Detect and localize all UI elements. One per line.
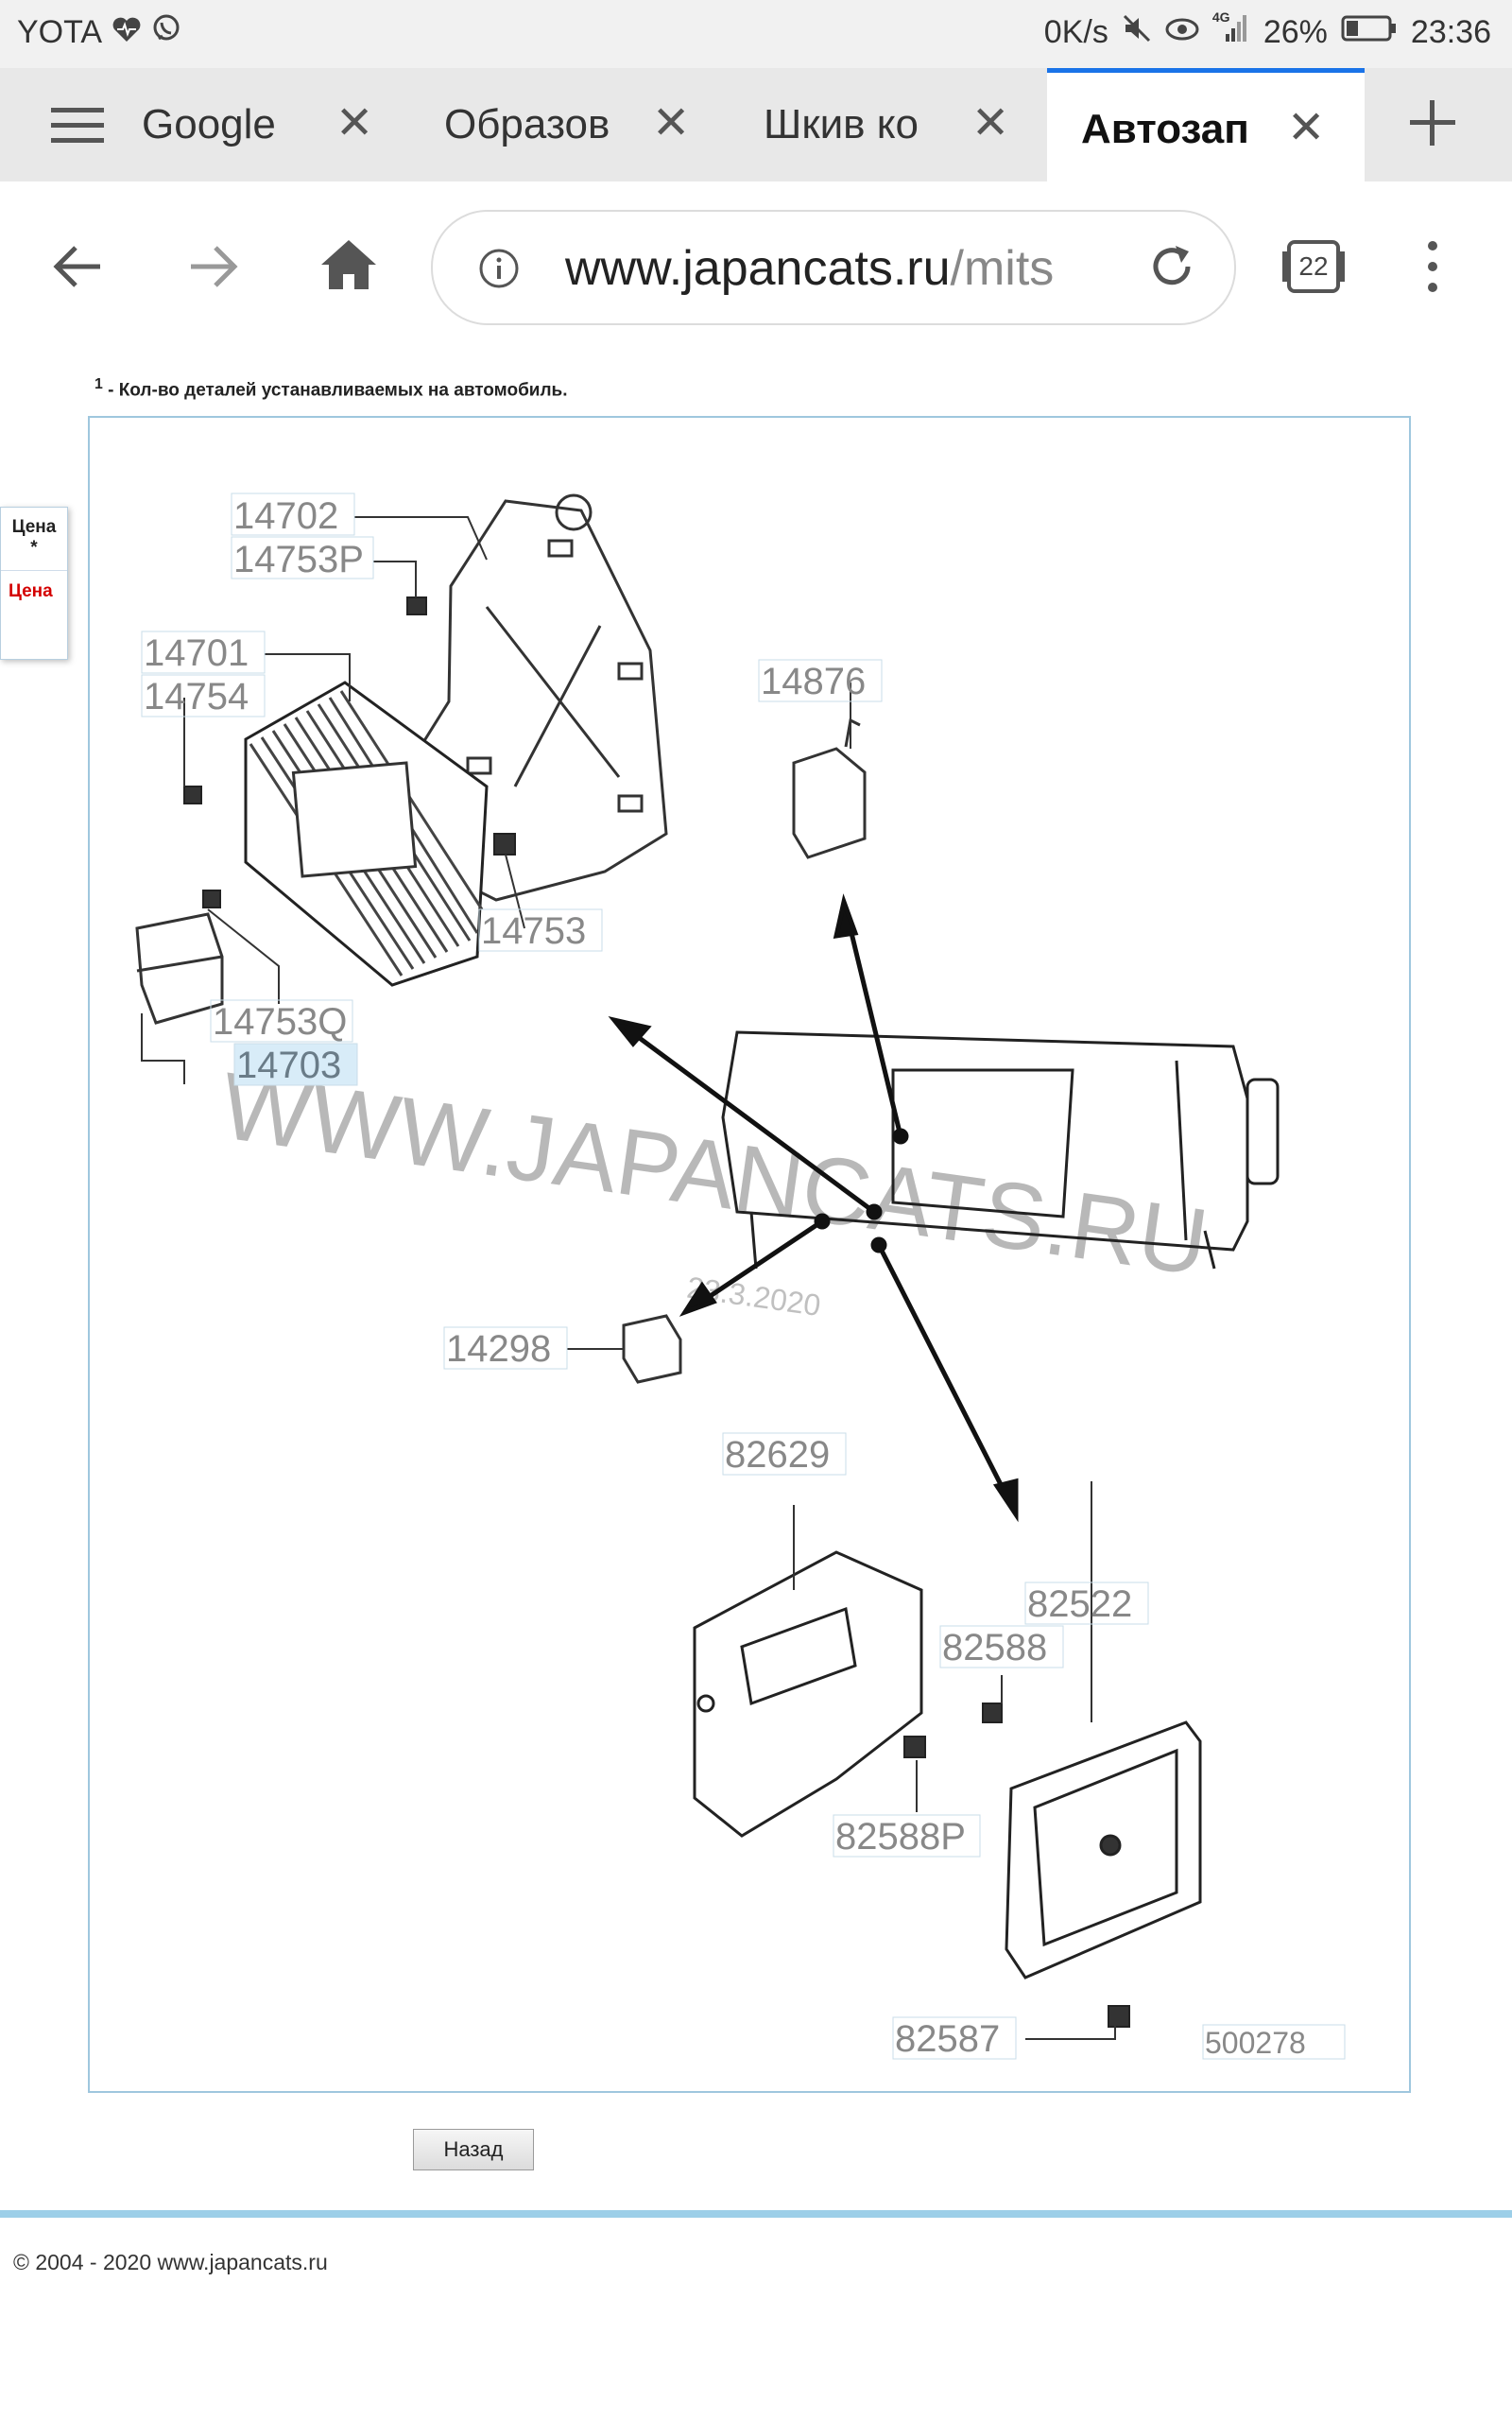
hamburger-icon bbox=[51, 108, 104, 143]
relay-14703 bbox=[135, 912, 224, 1025]
price-divider bbox=[1, 570, 67, 571]
tab-close-icon[interactable]: ✕ bbox=[335, 98, 374, 148]
tab-menu-button[interactable] bbox=[51, 104, 104, 146]
tab-title: Шкив ко bbox=[764, 101, 919, 147]
home-button[interactable] bbox=[319, 236, 378, 293]
web-page: 1 - Кол-во деталей устанавливаемых на ав… bbox=[0, 352, 1512, 2420]
tab-google[interactable]: Google ✕ bbox=[132, 68, 416, 182]
tab-title: Образов bbox=[444, 101, 610, 147]
part-label-82587[interactable]: 82587 bbox=[895, 2018, 1000, 2060]
part-label-14753Q[interactable]: 14753Q bbox=[213, 1001, 347, 1043]
part-label-14753[interactable]: 14753 bbox=[481, 910, 586, 952]
footnote: 1 - Кол-во деталей устанавливаемых на ав… bbox=[94, 376, 568, 401]
health-heart-icon bbox=[112, 14, 142, 51]
price-header: Цена* bbox=[11, 517, 57, 558]
home-icon bbox=[321, 240, 376, 289]
more-vertical-icon bbox=[1428, 241, 1437, 292]
arrow-left-icon bbox=[53, 246, 100, 287]
tab-close-icon[interactable]: ✕ bbox=[1287, 103, 1326, 153]
parts-diagram: WWW.JAPANCATS.RU 23.3.2020 bbox=[88, 416, 1411, 2093]
part-label-82588P[interactable]: 82588P bbox=[835, 1816, 966, 1858]
vehicle-outline bbox=[721, 1030, 1280, 1270]
relay-14298 bbox=[622, 1314, 682, 1384]
tab-count: 22 bbox=[1298, 251, 1329, 281]
part-label-82522[interactable]: 82522 bbox=[1027, 1583, 1132, 1625]
url-text[interactable]: www.japancats.ru/mits bbox=[565, 240, 1054, 297]
overflow-menu-button[interactable] bbox=[1423, 240, 1442, 293]
part-label-82588[interactable]: 82588 bbox=[942, 1627, 1047, 1668]
relay-14876 bbox=[792, 717, 867, 859]
url-path: /mits bbox=[950, 241, 1055, 296]
forward-nav-button[interactable] bbox=[185, 240, 242, 293]
tab-title: Google bbox=[142, 101, 276, 147]
footer-divider bbox=[0, 2210, 1512, 2218]
part-label-14298[interactable]: 14298 bbox=[446, 1328, 551, 1370]
eye-icon bbox=[1165, 14, 1199, 51]
tab-close-icon[interactable]: ✕ bbox=[971, 98, 1010, 148]
arrow-right-icon bbox=[191, 246, 238, 287]
new-tab-button[interactable] bbox=[1406, 96, 1459, 149]
net-speed-label: 0K/s bbox=[1043, 14, 1108, 50]
status-bar: YOTA 0K/s 4G 26% 23:36 bbox=[0, 0, 1512, 68]
part-label-14754[interactable]: 14754 bbox=[144, 676, 249, 717]
tab-switcher-icon bbox=[1282, 240, 1345, 293]
leader-lines bbox=[141, 516, 1116, 2040]
price-value: Цена bbox=[9, 581, 53, 601]
tab-close-icon[interactable]: ✕ bbox=[652, 98, 691, 148]
ecu-module bbox=[244, 681, 489, 987]
signal-icon: 4G bbox=[1212, 9, 1250, 52]
price-panel: Цена* Цена bbox=[0, 507, 68, 660]
ecu-bracket-lower bbox=[693, 1550, 923, 1838]
browser-toolbar: www.japancats.ru/mits 22 bbox=[0, 182, 1512, 353]
back-nav-button[interactable] bbox=[49, 240, 106, 293]
part-label-14876[interactable]: 14876 bbox=[761, 661, 866, 702]
carrier-label: YOTA bbox=[17, 14, 103, 50]
tab-avtozap[interactable]: Автозап ✕ bbox=[1047, 68, 1365, 186]
plus-icon bbox=[1410, 100, 1455, 146]
ecu-82522 bbox=[1005, 1720, 1202, 1979]
arrows bbox=[608, 893, 1019, 1523]
bolts bbox=[183, 596, 1130, 2028]
info-icon[interactable] bbox=[478, 248, 520, 294]
clock: 23:36 bbox=[1410, 14, 1491, 50]
copyright: © 2004 - 2020 www.japancats.ru bbox=[13, 2250, 328, 2274]
part-label-14753P[interactable]: 14753P bbox=[233, 539, 364, 580]
part-labels: 14702 14753P 14701 14754 14876 14753 147… bbox=[141, 493, 1346, 2060]
url-domain: www.japancats.ru bbox=[565, 241, 951, 296]
tab-strip: Google ✕ Образов ✕ Шкив ко ✕ Автозап ✕ bbox=[0, 68, 1512, 186]
reload-icon[interactable] bbox=[1147, 242, 1196, 296]
back-button[interactable]: Назад bbox=[413, 2129, 534, 2170]
address-bar[interactable]: www.japancats.ru/mits bbox=[431, 210, 1236, 325]
image-code: 500278 bbox=[1205, 2026, 1306, 2060]
watermark: WWW.JAPANCATS.RU bbox=[215, 1053, 1213, 1296]
mute-icon bbox=[1122, 13, 1152, 52]
part-label-14702[interactable]: 14702 bbox=[233, 495, 338, 537]
battery-percent: 26% bbox=[1263, 14, 1328, 50]
part-label-14701[interactable]: 14701 bbox=[144, 632, 249, 674]
battery-icon bbox=[1341, 14, 1398, 51]
part-label-14703[interactable]: 14703 bbox=[236, 1045, 341, 1086]
viber-icon bbox=[151, 13, 181, 52]
tab-obrazov[interactable]: Образов ✕ bbox=[444, 68, 728, 182]
tab-switcher-button[interactable]: 22 bbox=[1280, 238, 1348, 295]
tab-title: Автозап bbox=[1081, 106, 1249, 152]
parts-diagram-svg: WWW.JAPANCATS.RU 23.3.2020 bbox=[135, 493, 1346, 2060]
tab-shkiv[interactable]: Шкив ко ✕ bbox=[764, 68, 1047, 182]
part-label-82629[interactable]: 82629 bbox=[725, 1434, 830, 1476]
